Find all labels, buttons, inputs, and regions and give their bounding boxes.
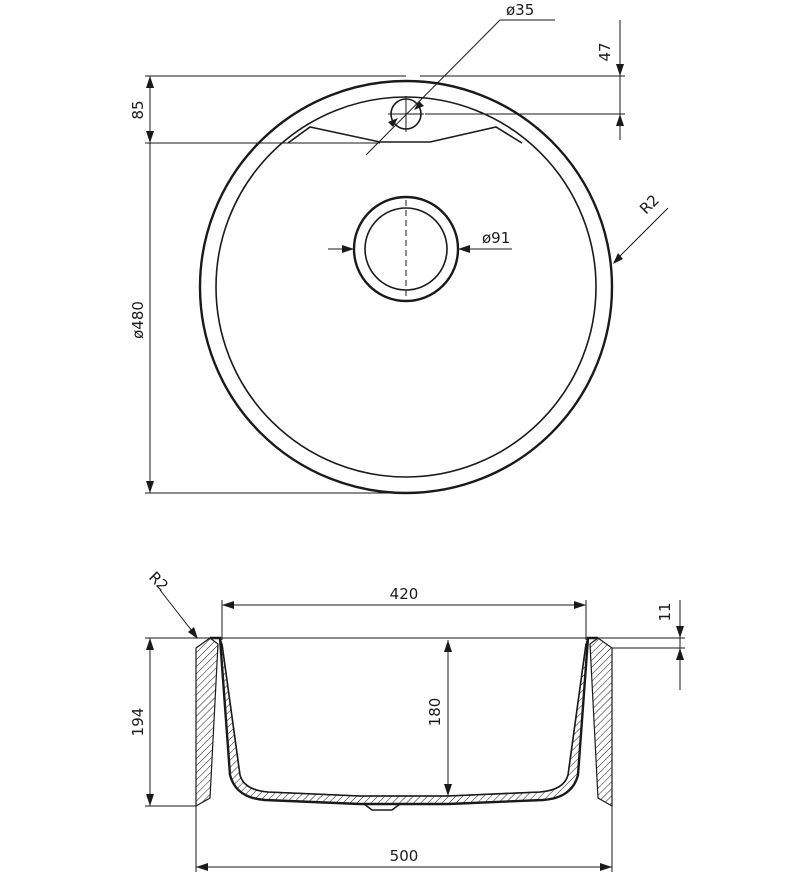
right-wall-section (589, 637, 613, 808)
inner-bowl-circle (215, 96, 597, 478)
rim-thickness-dim-label: 11 (656, 602, 674, 621)
tap-hole-dim-label: ø35 (506, 1, 534, 19)
outer-width-dim-label: 500 (390, 847, 419, 865)
tap-offset-dim-label: 47 (596, 42, 614, 61)
drain-dim-label: ø91 (482, 229, 510, 247)
inner-width-dim-label: 420 (390, 585, 419, 603)
section-edge-radius-label: R2 (145, 568, 172, 595)
deck-edge-line (287, 126, 523, 144)
top-edge-radius-label: R2 (636, 191, 663, 218)
outer-diameter-dim-label: ø480 (129, 301, 147, 339)
deck-dim-label: 85 (129, 100, 147, 119)
top-view: ø35 47 85 ø480 ø91 R2 (129, 1, 669, 495)
section-view: R2 420 11 194 180 500 (129, 568, 685, 872)
bowl-depth-dim-label: 180 (426, 698, 444, 727)
left-wall-section (195, 637, 219, 808)
bowl-outer-profile (210, 636, 598, 806)
total-height-dim-label: 194 (129, 708, 147, 737)
bowl-inner-profile (221, 643, 587, 797)
